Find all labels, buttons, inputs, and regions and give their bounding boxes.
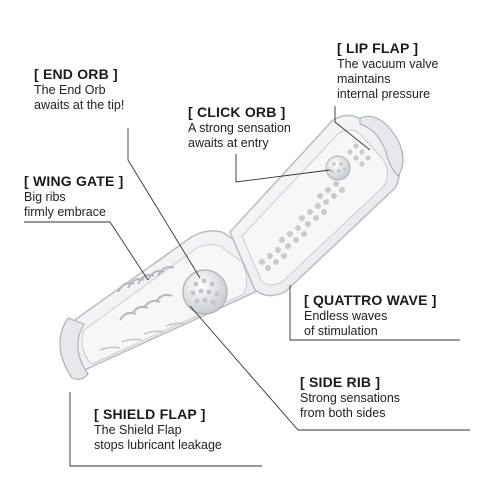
shield-flap-text-1: The Shield Flap xyxy=(94,423,182,437)
click-orb-shape xyxy=(325,155,351,181)
wing-gate-ribs xyxy=(117,266,175,321)
lip-flap-title: [ LIP FLAP ] xyxy=(337,40,419,56)
side-rib-text-1: Strong sensations xyxy=(300,391,401,405)
click-orb-leader xyxy=(235,154,331,183)
shield-flap-title: [ SHIELD FLAP ] xyxy=(94,406,206,422)
quattro-wave-title: [ QUATTRO WAVE ] xyxy=(304,292,437,308)
lip-flap-text-3: internal pressure xyxy=(337,87,431,101)
lip-flap-text-1: The vacuum valve xyxy=(337,57,439,71)
wing-gate-text-2: firmly embrace xyxy=(24,205,106,219)
shield-flap-leader xyxy=(69,392,262,467)
lip-flap-shape xyxy=(359,115,404,177)
end-orb-leader xyxy=(127,128,201,279)
wing-gate-leader xyxy=(24,221,149,281)
right-shell xyxy=(229,114,401,297)
leader-lines xyxy=(24,106,470,467)
side-rib-title: [ SIDE RIB ] xyxy=(300,374,381,390)
callout-quattro-wave: [ QUATTRO WAVE ] Endless waves of stimul… xyxy=(304,292,437,339)
click-orb-title: [ CLICK ORB ] xyxy=(188,104,286,120)
click-orb-text-2: awaits at entry xyxy=(188,136,269,150)
click-orb-text-1: A strong sensation xyxy=(188,121,291,135)
end-orb-text-2: awaits at the tip! xyxy=(34,98,125,112)
quattro-wave-texture xyxy=(259,143,371,271)
callout-lip-flap: [ LIP FLAP ] The vacuum valve maintains … xyxy=(337,40,438,102)
quattro-wave-text-2: of stimulation xyxy=(304,324,378,338)
end-orb-title: [ END ORB ] xyxy=(34,66,118,82)
shield-flap-shape xyxy=(59,317,89,380)
side-rib-texture xyxy=(99,322,187,351)
side-rib-text-2: from both sides xyxy=(300,406,386,420)
wing-gate-text-1: Big ribs xyxy=(24,190,66,204)
wing-gate-title: [ WING GATE ] xyxy=(24,173,124,189)
callout-side-rib: [ SIDE RIB ] Strong sensations from both… xyxy=(300,374,400,421)
quattro-wave-leader xyxy=(289,285,460,341)
lip-flap-leader xyxy=(334,106,371,151)
lip-flap-text-2: maintains xyxy=(337,72,391,86)
side-rib-leader xyxy=(189,305,470,431)
end-orb-text-1: The End Orb xyxy=(34,83,106,97)
callout-shield-flap: [ SHIELD FLAP ] The Shield Flap stops lu… xyxy=(94,406,222,453)
callout-click-orb: [ CLICK ORB ] A strong sensation awaits … xyxy=(188,104,291,151)
callout-end-orb: [ END ORB ] The End Orb awaits at the ti… xyxy=(34,66,124,113)
quattro-wave-text-1: Endless waves xyxy=(304,309,388,323)
callout-wing-gate: [ WING GATE ] Big ribs firmly embrace xyxy=(24,173,124,220)
end-orb-shape xyxy=(182,269,228,315)
shield-flap-text-2: stops lubricant leakage xyxy=(94,438,222,452)
